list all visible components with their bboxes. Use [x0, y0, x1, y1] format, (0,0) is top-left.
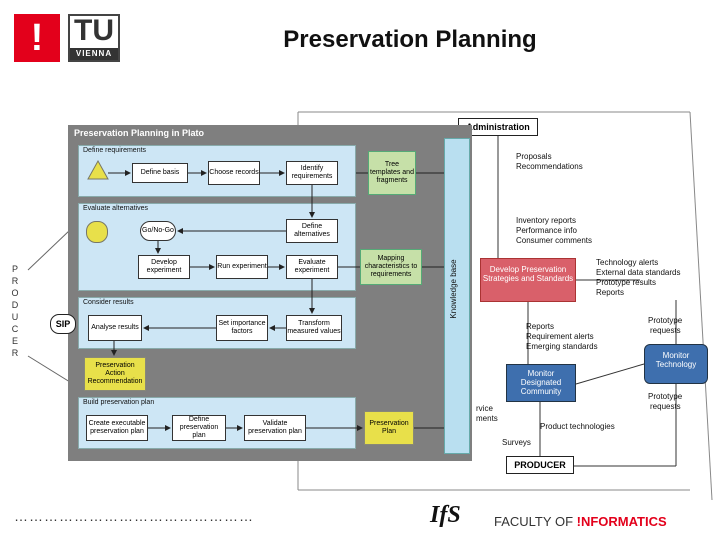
- logo-vienna-text: VIENNA: [70, 48, 118, 60]
- box-mapping: Mapping characteristics to requirements: [360, 249, 422, 285]
- box-define-basis: Define basis: [132, 163, 188, 183]
- producer-letter: R: [11, 276, 19, 286]
- label-tech-alerts: Technology alerts: [596, 258, 659, 267]
- producer-box: PRODUCER: [506, 456, 574, 474]
- box-validate-plan: Validate preservation plan: [244, 415, 306, 441]
- box-create-executable: Create executable preservation plan: [86, 415, 148, 441]
- logo-tu-text: TU: [74, 14, 114, 47]
- exclamation-icon: !: [30, 17, 44, 59]
- label-consumer: Consumer comments: [516, 236, 593, 245]
- label-proto-req-1: Prototype: [648, 316, 683, 325]
- producer-letter: P: [11, 264, 18, 274]
- of-word: OF: [554, 514, 574, 529]
- faculty-word: FACULTY: [494, 514, 552, 529]
- label-reports-right: Reports: [596, 288, 625, 297]
- tu-vienna-logo: TU VIENNA: [68, 14, 120, 62]
- tu-logo-mark: !: [14, 14, 60, 62]
- ifs-logo: IfS: [430, 502, 461, 528]
- producer-letter: U: [11, 312, 19, 322]
- box-run-experiment: Run experiment: [216, 255, 268, 279]
- plato-title: Preservation Planning in Plato: [74, 128, 205, 138]
- label-performance: Performance info: [516, 226, 577, 235]
- section-title: Evaluate alternatives: [83, 205, 148, 212]
- producer-letter: C: [11, 324, 19, 334]
- box-pa-recommendation: Preservation Action Recommendation: [84, 357, 146, 391]
- label-emerging: Emerging standards: [526, 342, 598, 351]
- label-product-tech: Product technologies: [540, 422, 615, 431]
- knowledge-base-bar: Knowledge base: [444, 138, 470, 454]
- monitor-technology-box: Monitor Technology: [644, 344, 708, 384]
- section-title: Consider results: [83, 299, 134, 306]
- box-choose-records: Choose records: [208, 161, 260, 185]
- plato-panel: Preservation Planning in Plato Define re…: [68, 125, 472, 461]
- informatics-word: !NFORMATICS: [576, 514, 667, 529]
- page-title: Preservation Planning: [283, 26, 537, 53]
- section-title: Build preservation plan: [83, 399, 155, 406]
- box-gonogo: Go/No-Go: [140, 221, 176, 241]
- box-define-alternatives: Define alternatives: [286, 219, 338, 243]
- box-preservation-plan: Preservation Plan: [364, 411, 414, 445]
- box-define-plan: Define preservation plan: [172, 415, 226, 441]
- develop-strategies-box: Develop Preservation Strategies and Stan…: [480, 258, 576, 302]
- box-set-importance: Set importance factors: [216, 315, 268, 341]
- label-recommendations: Recommendations: [516, 162, 583, 171]
- label-proto-req-2b: requests: [650, 402, 681, 411]
- plato-arrows: [108, 170, 444, 431]
- producer-letter: D: [11, 300, 19, 310]
- box-develop-experiment: Develop experiment: [138, 255, 190, 279]
- label-surveys: Surveys: [502, 438, 531, 447]
- section-title: Define requirements: [83, 147, 147, 154]
- knowledge-base-label: Knowledge base: [449, 259, 458, 319]
- label-ments: ments: [476, 414, 498, 423]
- box-evaluate-experiment: Evaluate experiment: [286, 255, 338, 279]
- label-proto-results: Prototype results: [596, 278, 657, 287]
- producer-letter: O: [11, 288, 19, 298]
- label-ext-standards: External data standards: [596, 268, 681, 277]
- producer-letter: R: [11, 348, 19, 358]
- label-service: rvice: [476, 404, 493, 413]
- label-reports: Reports: [526, 322, 555, 331]
- box-tree-templates: Tree templates and fragments: [368, 151, 416, 195]
- faculty-of-informatics: FACULTY OF !NFORMATICS: [494, 514, 667, 529]
- producer-letter: E: [11, 336, 18, 346]
- sip-label: SIP: [50, 314, 76, 334]
- label-req-alerts: Requirement alerts: [526, 332, 594, 341]
- box-identify-requirements: Identify requirements: [286, 161, 338, 185]
- warning-triangle-icon: [87, 159, 109, 180]
- footer-dots: …………………………………………: [14, 508, 254, 524]
- label-proto-req-1b: requests: [650, 326, 681, 335]
- label-proto-req-2: Prototype: [648, 392, 683, 401]
- box-analyse-results: Analyse results: [88, 315, 142, 341]
- label-inventory: Inventory reports: [516, 216, 577, 225]
- box-transform-values: Transform measured values: [286, 315, 342, 341]
- circle-icon: [86, 221, 108, 243]
- monitor-community-box: Monitor Designated Community: [506, 364, 576, 402]
- label-proposals: Proposals: [516, 152, 552, 161]
